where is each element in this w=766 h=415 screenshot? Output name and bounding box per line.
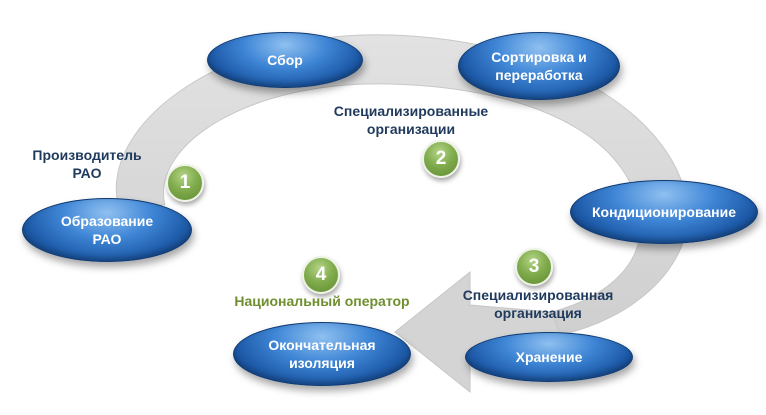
label-spec-orgs-line-1: Специализированные bbox=[333, 103, 489, 119]
label-specialized-organizations: Специализированные организации bbox=[318, 102, 504, 138]
label-producer-line-1: Производитель bbox=[32, 147, 142, 163]
node-storage-line-1: Хранение bbox=[515, 349, 583, 365]
step-badge-4: 4 bbox=[302, 256, 340, 294]
label-national-operator: Национальный оператор bbox=[234, 293, 410, 309]
node-conditioning: Кондиционирование bbox=[570, 180, 758, 244]
cycle-band bbox=[115, 34, 689, 336]
node-sorting-processing: Сортировка и переработка bbox=[458, 32, 620, 100]
node-waste-formation: Образование РАО bbox=[22, 198, 192, 262]
step-badge-3: 3 bbox=[515, 248, 553, 286]
label-spec-orgs-line-2: организации bbox=[366, 121, 456, 137]
node-final-isolation: Окончательная изоляция bbox=[233, 322, 411, 386]
node-sorting-line-2: переработка bbox=[495, 67, 583, 83]
label-spec-org-line-2: организация bbox=[494, 305, 582, 321]
node-formation-line-2: РАО bbox=[92, 231, 122, 247]
label-specialized-organization: Специализированная организация bbox=[448, 286, 628, 322]
node-collection: Сбор bbox=[207, 32, 363, 88]
node-isolation-line-1: Окончательная bbox=[268, 337, 376, 353]
step-badge-2: 2 bbox=[422, 140, 460, 178]
label-spec-org-line-1: Специализированная bbox=[462, 287, 614, 303]
label-producer-line-2: РАО bbox=[72, 165, 102, 181]
label-waste-producer: Производитель РАО bbox=[14, 146, 160, 182]
node-formation-line-1: Образование bbox=[60, 213, 154, 229]
node-storage: Хранение bbox=[465, 332, 633, 382]
step-badge-1: 1 bbox=[166, 164, 204, 202]
node-isolation-line-2: изоляция bbox=[289, 355, 355, 371]
node-sorting-line-1: Сортировка и bbox=[491, 49, 587, 65]
node-conditioning-line-1: Кондиционирование bbox=[591, 204, 737, 220]
node-collection-line-1: Сбор bbox=[267, 52, 303, 68]
